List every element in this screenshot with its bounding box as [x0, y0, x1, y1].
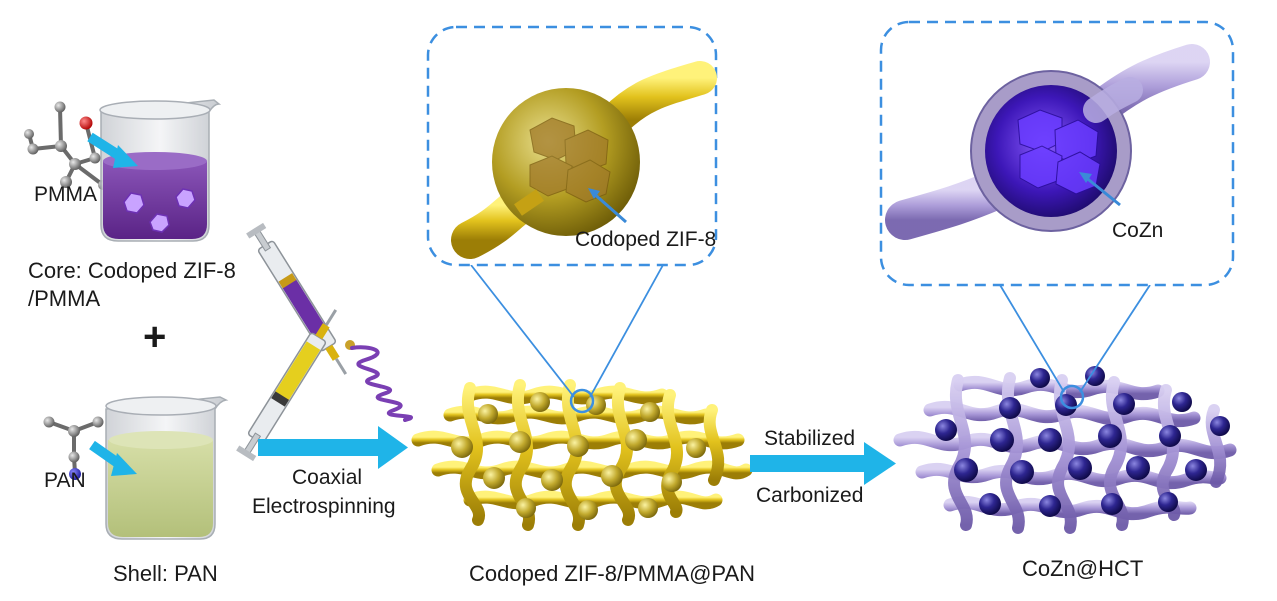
pmma-label: PMMA [34, 183, 97, 206]
zif8-zoom-callout [426, 25, 718, 398]
plus-sign: + [143, 315, 167, 359]
pan-label: PAN [44, 469, 86, 492]
carbonized-label: Carbonized [756, 484, 864, 507]
electrospinning-label: Electrospinning [252, 495, 396, 518]
zoom-marker-left [569, 388, 595, 414]
pan-molecule-icon [43, 416, 104, 480]
zif8-particles [451, 392, 706, 520]
electrospinning-arrow [258, 426, 408, 469]
coaxial-label: Coaxial [292, 466, 363, 489]
carbonization-arrow [750, 442, 896, 485]
zif8-callout-label: Codoped ZIF-8 [575, 228, 717, 251]
core-solution-beaker-icon [87, 99, 222, 242]
cozn-spheres [935, 366, 1230, 517]
coaxial-syringe-icon [236, 222, 414, 462]
cozn-callout-label: CoZn [1112, 219, 1164, 242]
cozn-zoom-callout [879, 20, 1235, 393]
zoom-marker-right [1059, 384, 1085, 410]
yellow-fiber-mat-icon [411, 379, 753, 531]
stabilized-label: Stabilized [764, 427, 856, 450]
shell-solution-beaker-icon [89, 396, 229, 540]
core-label-line1: Core: Codoped ZIF-8 [28, 258, 236, 283]
pmma-molecule-icon [24, 101, 108, 190]
purple-fiber-mat-icon [893, 366, 1237, 534]
shell-label: Shell: PAN [113, 561, 218, 586]
core-label-line2: /PMMA [28, 286, 101, 311]
product1-label: Codoped ZIF-8/PMMA@PAN [469, 561, 756, 586]
product2-label: CoZn@HCT [1022, 556, 1144, 581]
